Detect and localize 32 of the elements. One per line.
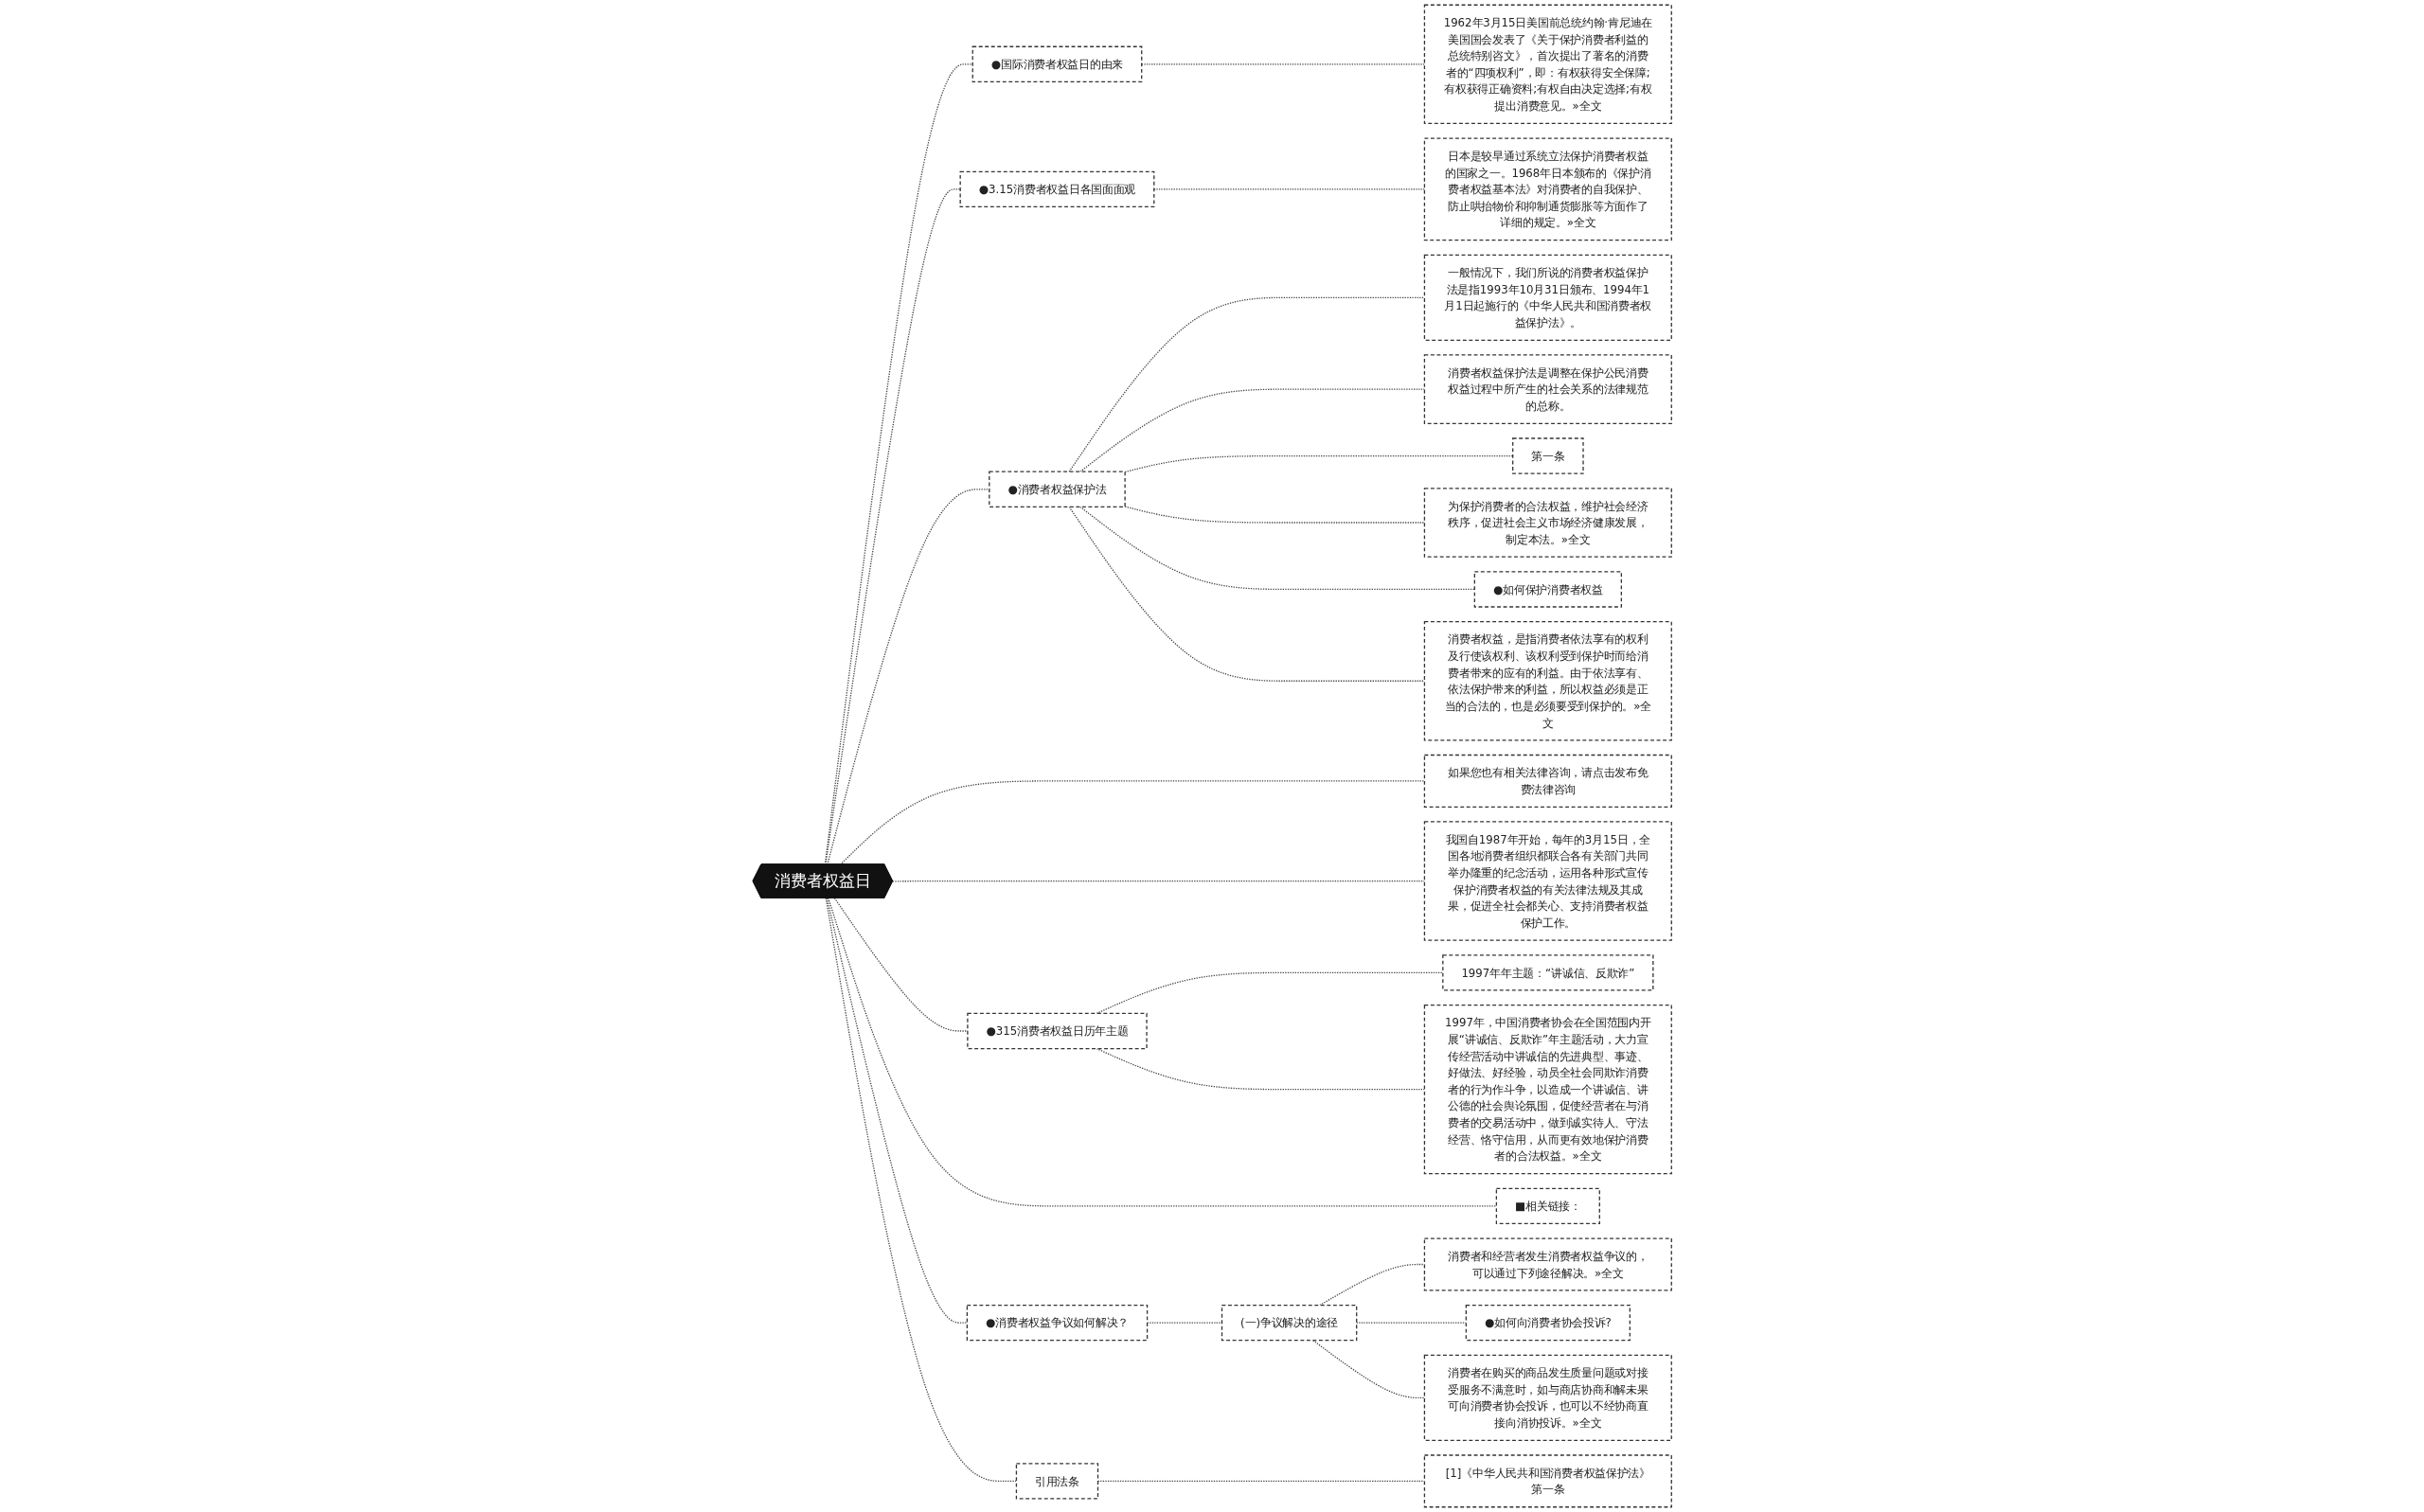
node-box: 第一条 (1511, 437, 1584, 474)
node-box: ●如何保护消费者权益 (1473, 571, 1622, 608)
node-box: ●315消费者权益日历年主题 (967, 1012, 1148, 1050)
node-box: (一)争议解决的途径 (1221, 1304, 1358, 1342)
connector (1311, 1340, 1425, 1398)
connector (891, 880, 1425, 882)
node-box: 消费者权益，是指消费者依法享有的权利及行使该权利、该权利受到保护时而给消费者带来的应有的利益。由于依法享有、依法保护带来的利益，所以权益必须是正当的合法的，也是必须要受到保护的。»全文 (1423, 621, 1672, 741)
node-box: 消费者在购买的商品发生质量问题或对接受服务不满意时，如与商店协商和解未果可向消费者协会投诉，也可以不经协商直接向消协投诉。»全文 (1423, 1354, 1672, 1441)
node-box: 1997年年主题：“讲诚信、反欺诈” (1441, 954, 1654, 991)
node-box: ●3.15消费者权益日各国面面观 (959, 170, 1155, 208)
node-box: ●国际消费者权益日的由来 (971, 45, 1143, 83)
connector (1068, 506, 1425, 682)
connector (825, 897, 1017, 1483)
connector (1068, 296, 1425, 472)
connector (1318, 1263, 1425, 1307)
node-box: [1]《中华人民共和国消费者权益保护法》第一条 (1423, 1454, 1672, 1508)
node-box: 引用法条 (1015, 1463, 1098, 1500)
node-box: ●如何向消费者协会投诉? (1465, 1304, 1631, 1342)
node-box: 如果您也有相关法律咨询，请点击发布免费法律咨询 (1423, 754, 1672, 808)
node-box: ●消费者权益争议如何解决？ (966, 1304, 1148, 1342)
node-box: ■相关链接： (1495, 1187, 1600, 1225)
node-box: 一般情况下，我们所说的消费者权益保护法是指1993年10月31日颁布、1994年1月1日起施行的《中华人民共和国消费者权益保护法》。 (1423, 254, 1672, 341)
node-box: 1962年3月15日美国前总统约翰·肯尼迪在美国国会发表了《关于保护消费者利益的总统特别咨文》，首次提出了著名的消费者的“四项权利”，即：有权获得安全保障;有权获得正确资料;有权自由决定选择;有权提出消费意见。»全文 (1423, 4, 1672, 125)
connector (1078, 506, 1475, 591)
node-box: 消费者和经营者发生消费者权益争议的，可以通过下列途径解决。»全文 (1423, 1237, 1672, 1291)
node-box: 1997年，中国消费者协会在全国范围内开展“讲诚信、反欺诈”年主题活动，大力宣传经营活动中讲诚信的先进典型、事迹、好做法、好经验，动员全社会同欺诈消费者的行为作斗争，以造成一个讲诚信、讲公德的社会舆论氛围，促使经营者在与消费者的交易活动中，做到诚实待人、守法经营、恪守信用，从而更有效地保护消费者的合法权益。»全文 (1423, 1004, 1672, 1175)
node-box: 日本是较早通过系统立法保护消费者权益的国家之一。1968年日本颁布的《保护消费者权益基本法》对消费者的自我保护、防止哄抬物价和抑制通货膨胀等方面作了详细的规定。»全文 (1423, 137, 1672, 241)
connector (1078, 388, 1425, 472)
node-box: 为保护消费者的合法权益，维护社会经济秩序，促进社会主义市场经济健康发展，制定本法。»全文 (1423, 488, 1672, 558)
node-box: 我国自1987年开始，每年的3月15日，全国各地消费者组织都联合各有关部门共同举办隆重的纪念活动，运用各种形式宣传保护消费者权益的有关法律法规及其成果，促进全社会都关心、支持消费者权益保护工作。 (1423, 821, 1672, 941)
node-box: ●消费者权益保护法 (988, 471, 1126, 508)
node-box: 消费者权益保护法是调整在保护公民消费权益过程中所产生的社会关系的法律规范的总称。 (1423, 354, 1672, 424)
